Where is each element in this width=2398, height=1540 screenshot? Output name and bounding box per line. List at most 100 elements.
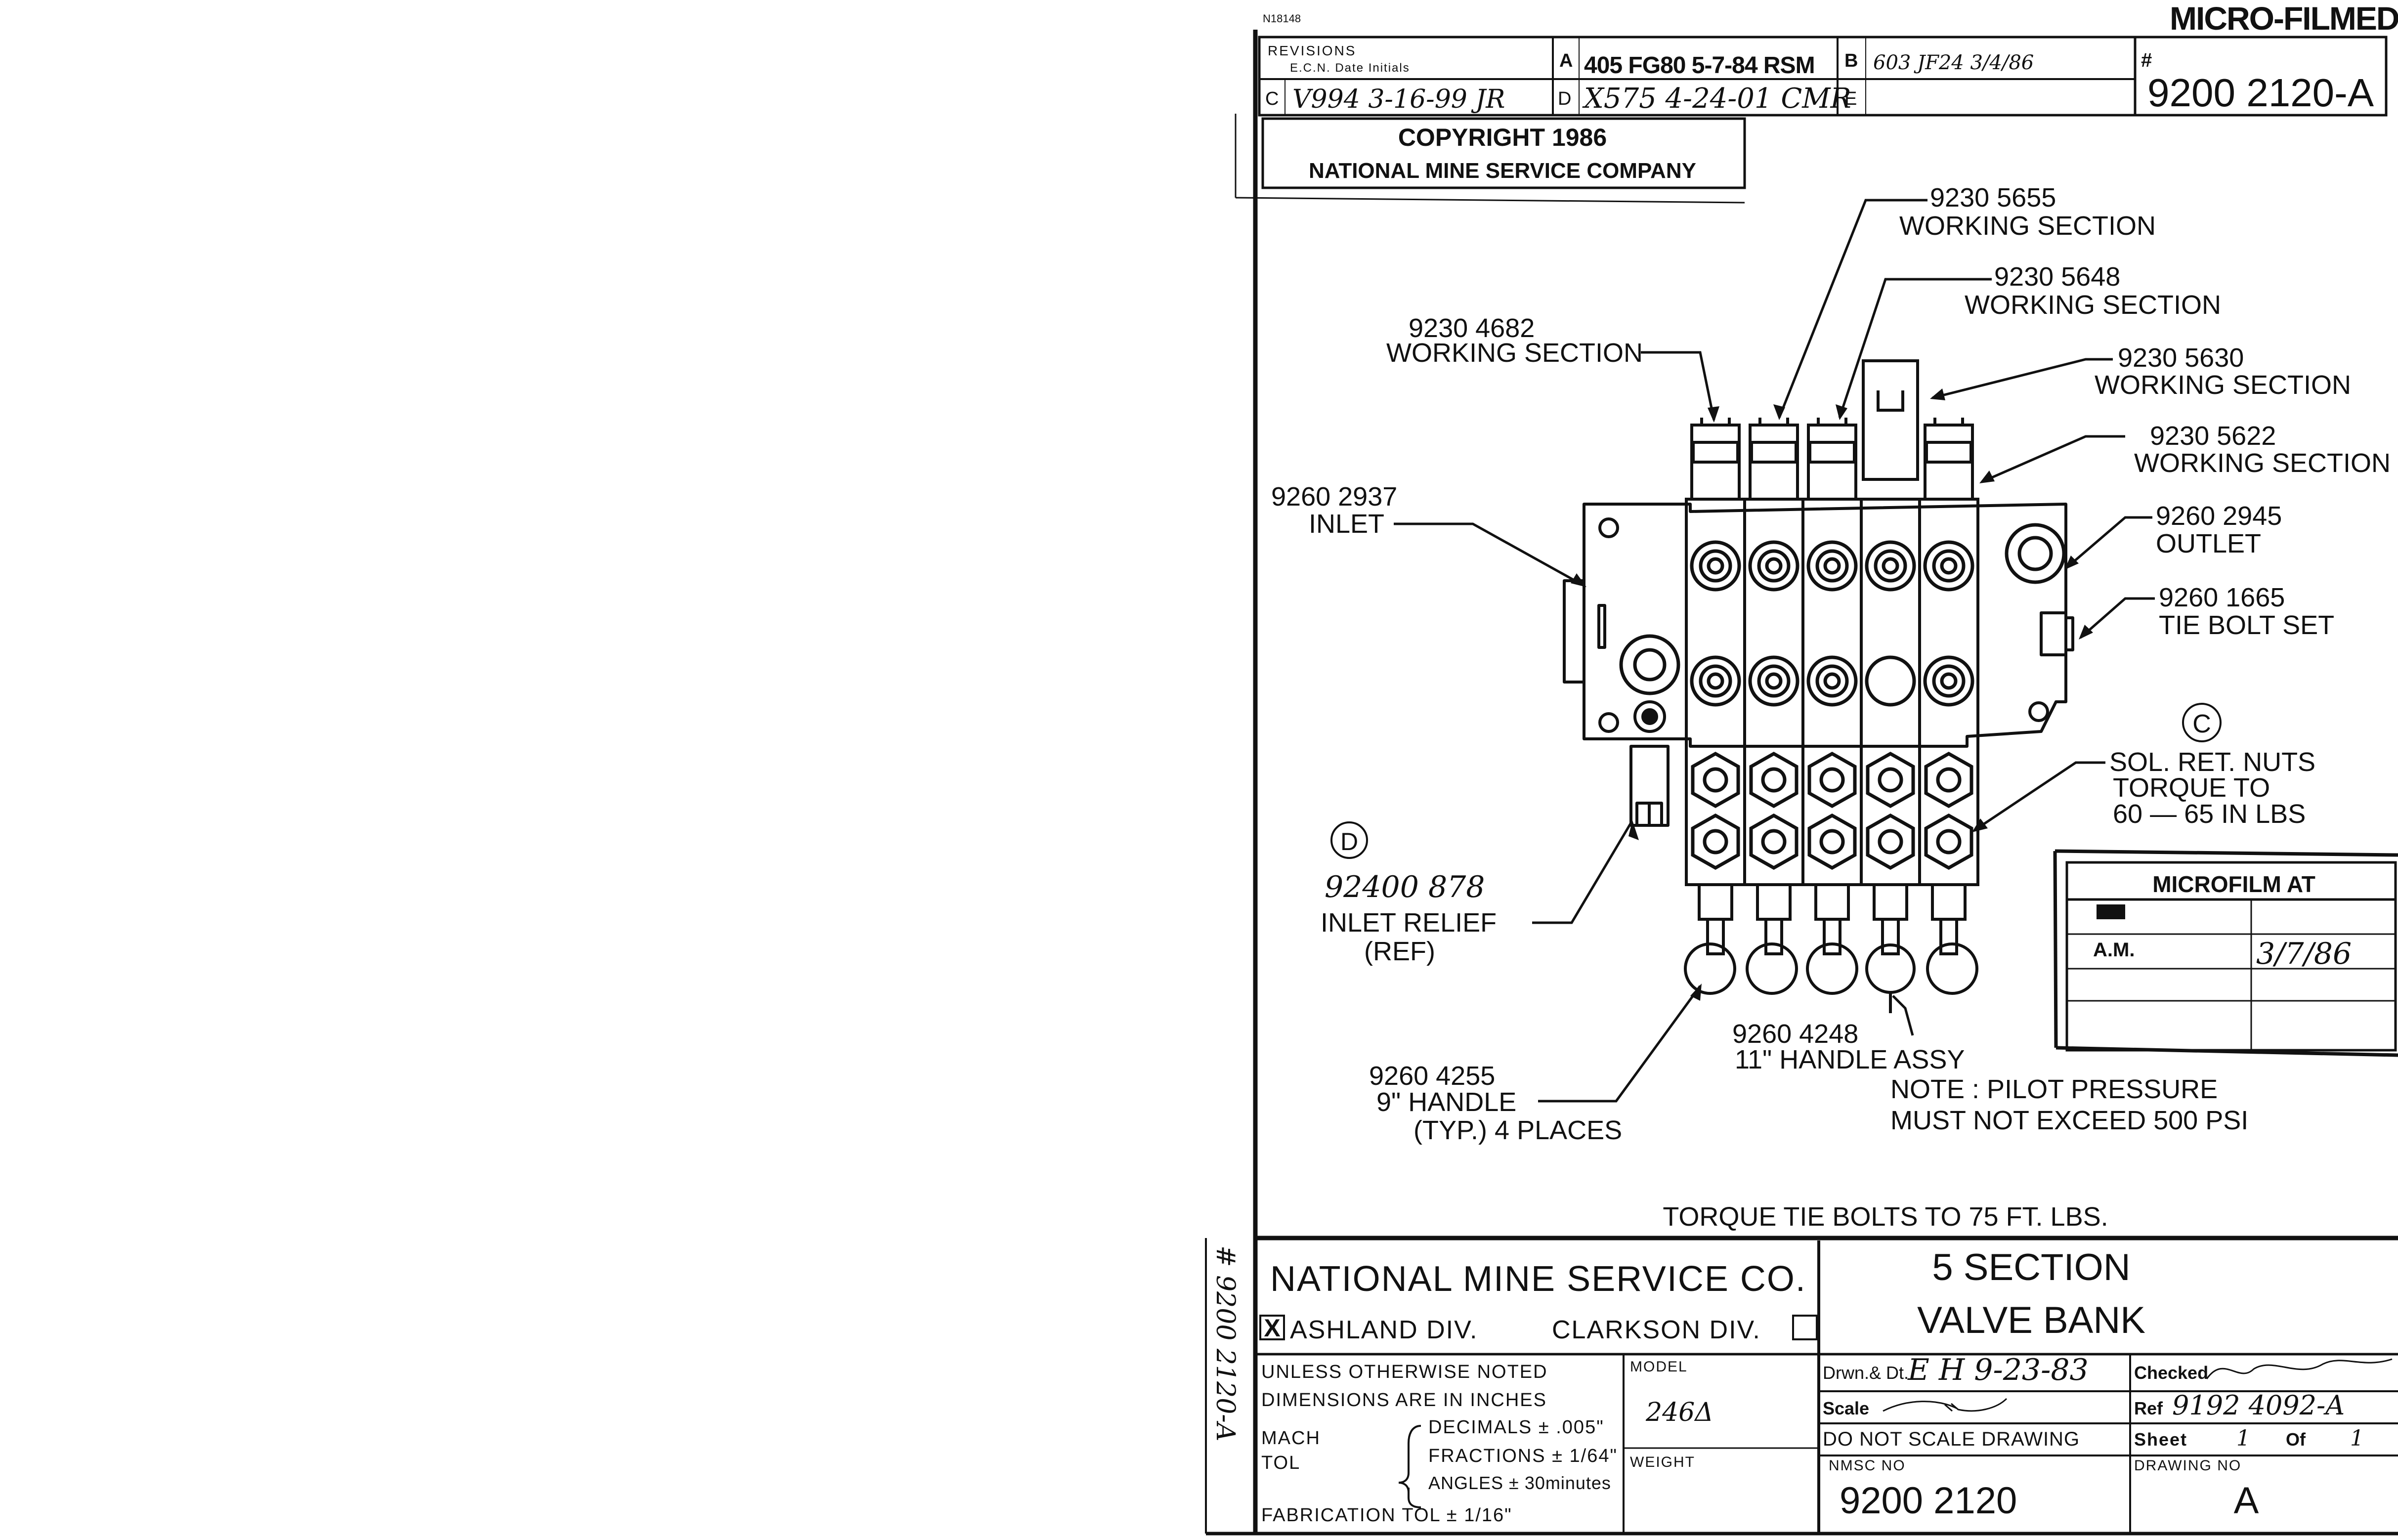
title-block-grid [1255, 1241, 2398, 1534]
drawing-number-top: 9200 2120-A [2147, 71, 2374, 115]
side-drawing-number: # 9200 2120-A [1210, 1245, 1240, 1441]
decimals-tolerance: DECIMALS ± .005" [1428, 1417, 1604, 1438]
fractions-tolerance: FRACTIONS ± 1/64" [1428, 1446, 1618, 1466]
drawn-label: Drwn.& Dt. [1823, 1363, 1909, 1383]
model-value: 246Δ [1645, 1398, 1713, 1427]
microfilm-am: A.M. [2093, 939, 2135, 961]
callout-5648-text: WORKING SECTION [1965, 290, 2221, 320]
of-label: Of [2286, 1429, 2306, 1450]
rev-b-entry: 603 JF24 3/4/86 [1873, 51, 2034, 74]
scale-scribble [1883, 1398, 2008, 1412]
callout-4682-text: WORKING SECTION [1386, 338, 1643, 368]
ref-label: Ref [2134, 1398, 2163, 1418]
callout-11-handle-number: 9260 4248 [1732, 1019, 1858, 1049]
revisions-header: REVISIONS [1268, 43, 1356, 58]
callout-outlet-text: OUTLET [2156, 529, 2261, 558]
callout-outlet-number: 9260 2945 [2156, 501, 2282, 531]
of-value: 1 [2350, 1426, 2364, 1451]
callout-inlet-number: 9260 2937 [1271, 482, 1397, 512]
fabrication-tolerance: FABRICATION TOL ± 1/16" [1261, 1505, 1512, 1526]
nmsc-value: 9200 2120 [1840, 1480, 2017, 1522]
drawing-no-label: DRAWING NO [2134, 1457, 2241, 1474]
unless-noted: UNLESS OTHERWISE NOTED [1261, 1362, 1548, 1382]
small-stamp: N18148 [1263, 12, 1301, 25]
tol-label: TOL [1261, 1453, 1300, 1473]
callout-sol-line-3: 60 — 65 IN LBS [2113, 799, 2306, 829]
company-name: NATIONAL MINE SERVICE CO. [1270, 1259, 1806, 1299]
callout-5630-number: 9230 5630 [2118, 343, 2244, 373]
microfilm-stamp [2053, 849, 2398, 1057]
callout-9-handle-text: 9" HANDLE [1376, 1087, 1516, 1117]
copyright-box [1261, 117, 1746, 189]
revision-c-marker [2182, 703, 2222, 742]
sheet-frame [1205, 30, 2398, 1536]
solenoid-retainer-nuts [1691, 751, 1973, 870]
scale-label: Scale [1823, 1398, 1869, 1418]
revision-block [1258, 36, 2388, 117]
revision-d-letter: D [1340, 828, 1358, 856]
callout-5655-text: WORKING SECTION [1899, 211, 2156, 241]
microfilm-title: MICROFILM AT [2152, 871, 2315, 897]
pilot-note-line-1: NOTE : PILOT PRESSURE [1890, 1074, 2218, 1104]
rev-c-entry: V994 3-16-99 JR [1292, 85, 1505, 114]
valve-bank [1563, 503, 2074, 827]
ashland-check-mark: X [1264, 1314, 1280, 1342]
control-handles [1684, 883, 1978, 1013]
rev-d-entry: X575 4-24-01 CMR [1582, 83, 1851, 115]
callout-9-handle-typ: (TYP.) 4 PLACES [1413, 1115, 1622, 1145]
title-block: NATIONAL MINE SERVICE CO. X ASHLAND DIV.… [1261, 1246, 2393, 1526]
torque-tie-bolts-note: TORQUE TIE BOLTS TO 75 FT. LBS. [1663, 1202, 2108, 1232]
callout-relief-text: INLET RELIEF [1321, 908, 1497, 938]
revision-d-marker [1330, 821, 1368, 859]
callout-5630-text: WORKING SECTION [2095, 370, 2351, 400]
drawn-value: E H 9-23-83 [1907, 1353, 2089, 1387]
callout-sol-line-1: SOL. RET. NUTS [2109, 747, 2315, 777]
revisions-subheader: E.C.N. Date Initials [1290, 61, 1410, 75]
microfilm-date: 3/7/86 [2256, 937, 2352, 971]
leader-arrowheads [1571, 388, 2093, 1001]
callout-sol-line-2: TORQUE TO [2113, 773, 2270, 803]
drawing-title-line-2: VALVE BANK [1917, 1299, 2145, 1341]
ashland-division: ASHLAND DIV. [1290, 1316, 1478, 1344]
copyright-line-2: NATIONAL MINE SERVICE COMPANY [1309, 159, 1696, 183]
weight-label: WEIGHT [1630, 1454, 1695, 1470]
checker-signature [2206, 1358, 2393, 1379]
callout-5655-number: 9230 5655 [1930, 183, 2056, 213]
ref-value: 9192 4092-A [2172, 1390, 2345, 1421]
sheet-label: Sheet [2134, 1429, 2187, 1450]
number-box-hash: # [2141, 49, 2152, 71]
sheet-value: 1 [2236, 1426, 2250, 1451]
dimensions-inches: DIMENSIONS ARE IN INCHES [1261, 1390, 1547, 1411]
leader-lines [1394, 199, 2155, 1103]
callout-9-handle-number: 9260 4255 [1369, 1061, 1495, 1091]
callout-5648-number: 9230 5648 [1994, 262, 2120, 292]
callout-5622-number: 9230 5622 [2150, 421, 2276, 451]
drawing-no-value: A [2234, 1480, 2259, 1522]
rev-b-letter: B [1844, 50, 1858, 71]
microfilmed-stamp: MICRO-FILMED [2170, 0, 2398, 37]
rev-d-letter: D [1558, 88, 1571, 109]
rev-a-letter: A [1559, 50, 1573, 71]
callout-tie-bolt-number: 9260 1665 [2159, 583, 2285, 612]
nmsc-label: NMSC NO [1829, 1457, 1906, 1474]
mach-label: MACH [1261, 1428, 1321, 1449]
rev-c-letter: C [1265, 88, 1279, 109]
clarkson-division: CLARKSON DIV. [1552, 1316, 1761, 1344]
drawing-title-line-1: 5 SECTION [1932, 1246, 2130, 1288]
callouts: 9230 5655 WORKING SECTION 9230 5648 WORK… [1271, 183, 2391, 1232]
callout-relief-ref: (REF) [1364, 937, 1435, 966]
callout-11-handle-text: 11" HANDLE ASSY [1735, 1045, 1965, 1074]
rev-a-entry: 405 FG80 5-7-84 RSM [1584, 52, 1815, 79]
callout-tie-bolt-text: TIE BOLT SET [2159, 610, 2334, 640]
callout-relief-number: 92400 878 [1325, 870, 1485, 904]
do-not-scale: DO NOT SCALE DRAWING [1823, 1428, 2080, 1450]
section-ports [1690, 540, 1974, 707]
pilot-note-line-2: MUST NOT EXCEED 500 PSI [1890, 1106, 2248, 1135]
copyright-line-1: COPYRIGHT 1986 [1398, 124, 1607, 151]
checked-label: Checked [2134, 1363, 2208, 1383]
callout-5622-text: WORKING SECTION [2134, 448, 2391, 478]
revision-c-letter: C [2192, 710, 2211, 738]
rev-e-letter: E [1844, 88, 1857, 109]
callout-inlet-text: INLET [1309, 509, 1384, 539]
